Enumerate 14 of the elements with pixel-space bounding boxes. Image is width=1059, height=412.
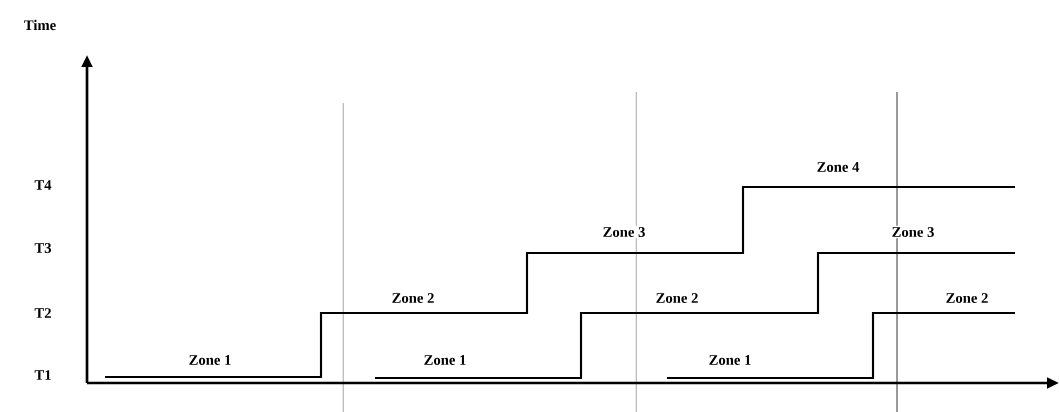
- tick-label: T2: [33, 306, 53, 320]
- tick-label: T4: [33, 178, 53, 192]
- zone-label: Zone 1: [187, 353, 233, 367]
- zone-label: Zone 2: [944, 291, 990, 305]
- zone-label: Zone 3: [890, 225, 936, 239]
- tick-label: T1: [33, 368, 53, 382]
- tick-label: T3: [33, 241, 53, 255]
- zone-label: Zone 2: [654, 291, 700, 305]
- zone-label: Zone 2: [390, 291, 436, 305]
- zone-label: Zone 4: [815, 160, 861, 174]
- zone-label: Zone 1: [422, 353, 468, 367]
- axis-label: Time: [22, 18, 58, 32]
- zone-label: Zone 1: [707, 353, 753, 367]
- zone-label: Zone 3: [601, 225, 647, 239]
